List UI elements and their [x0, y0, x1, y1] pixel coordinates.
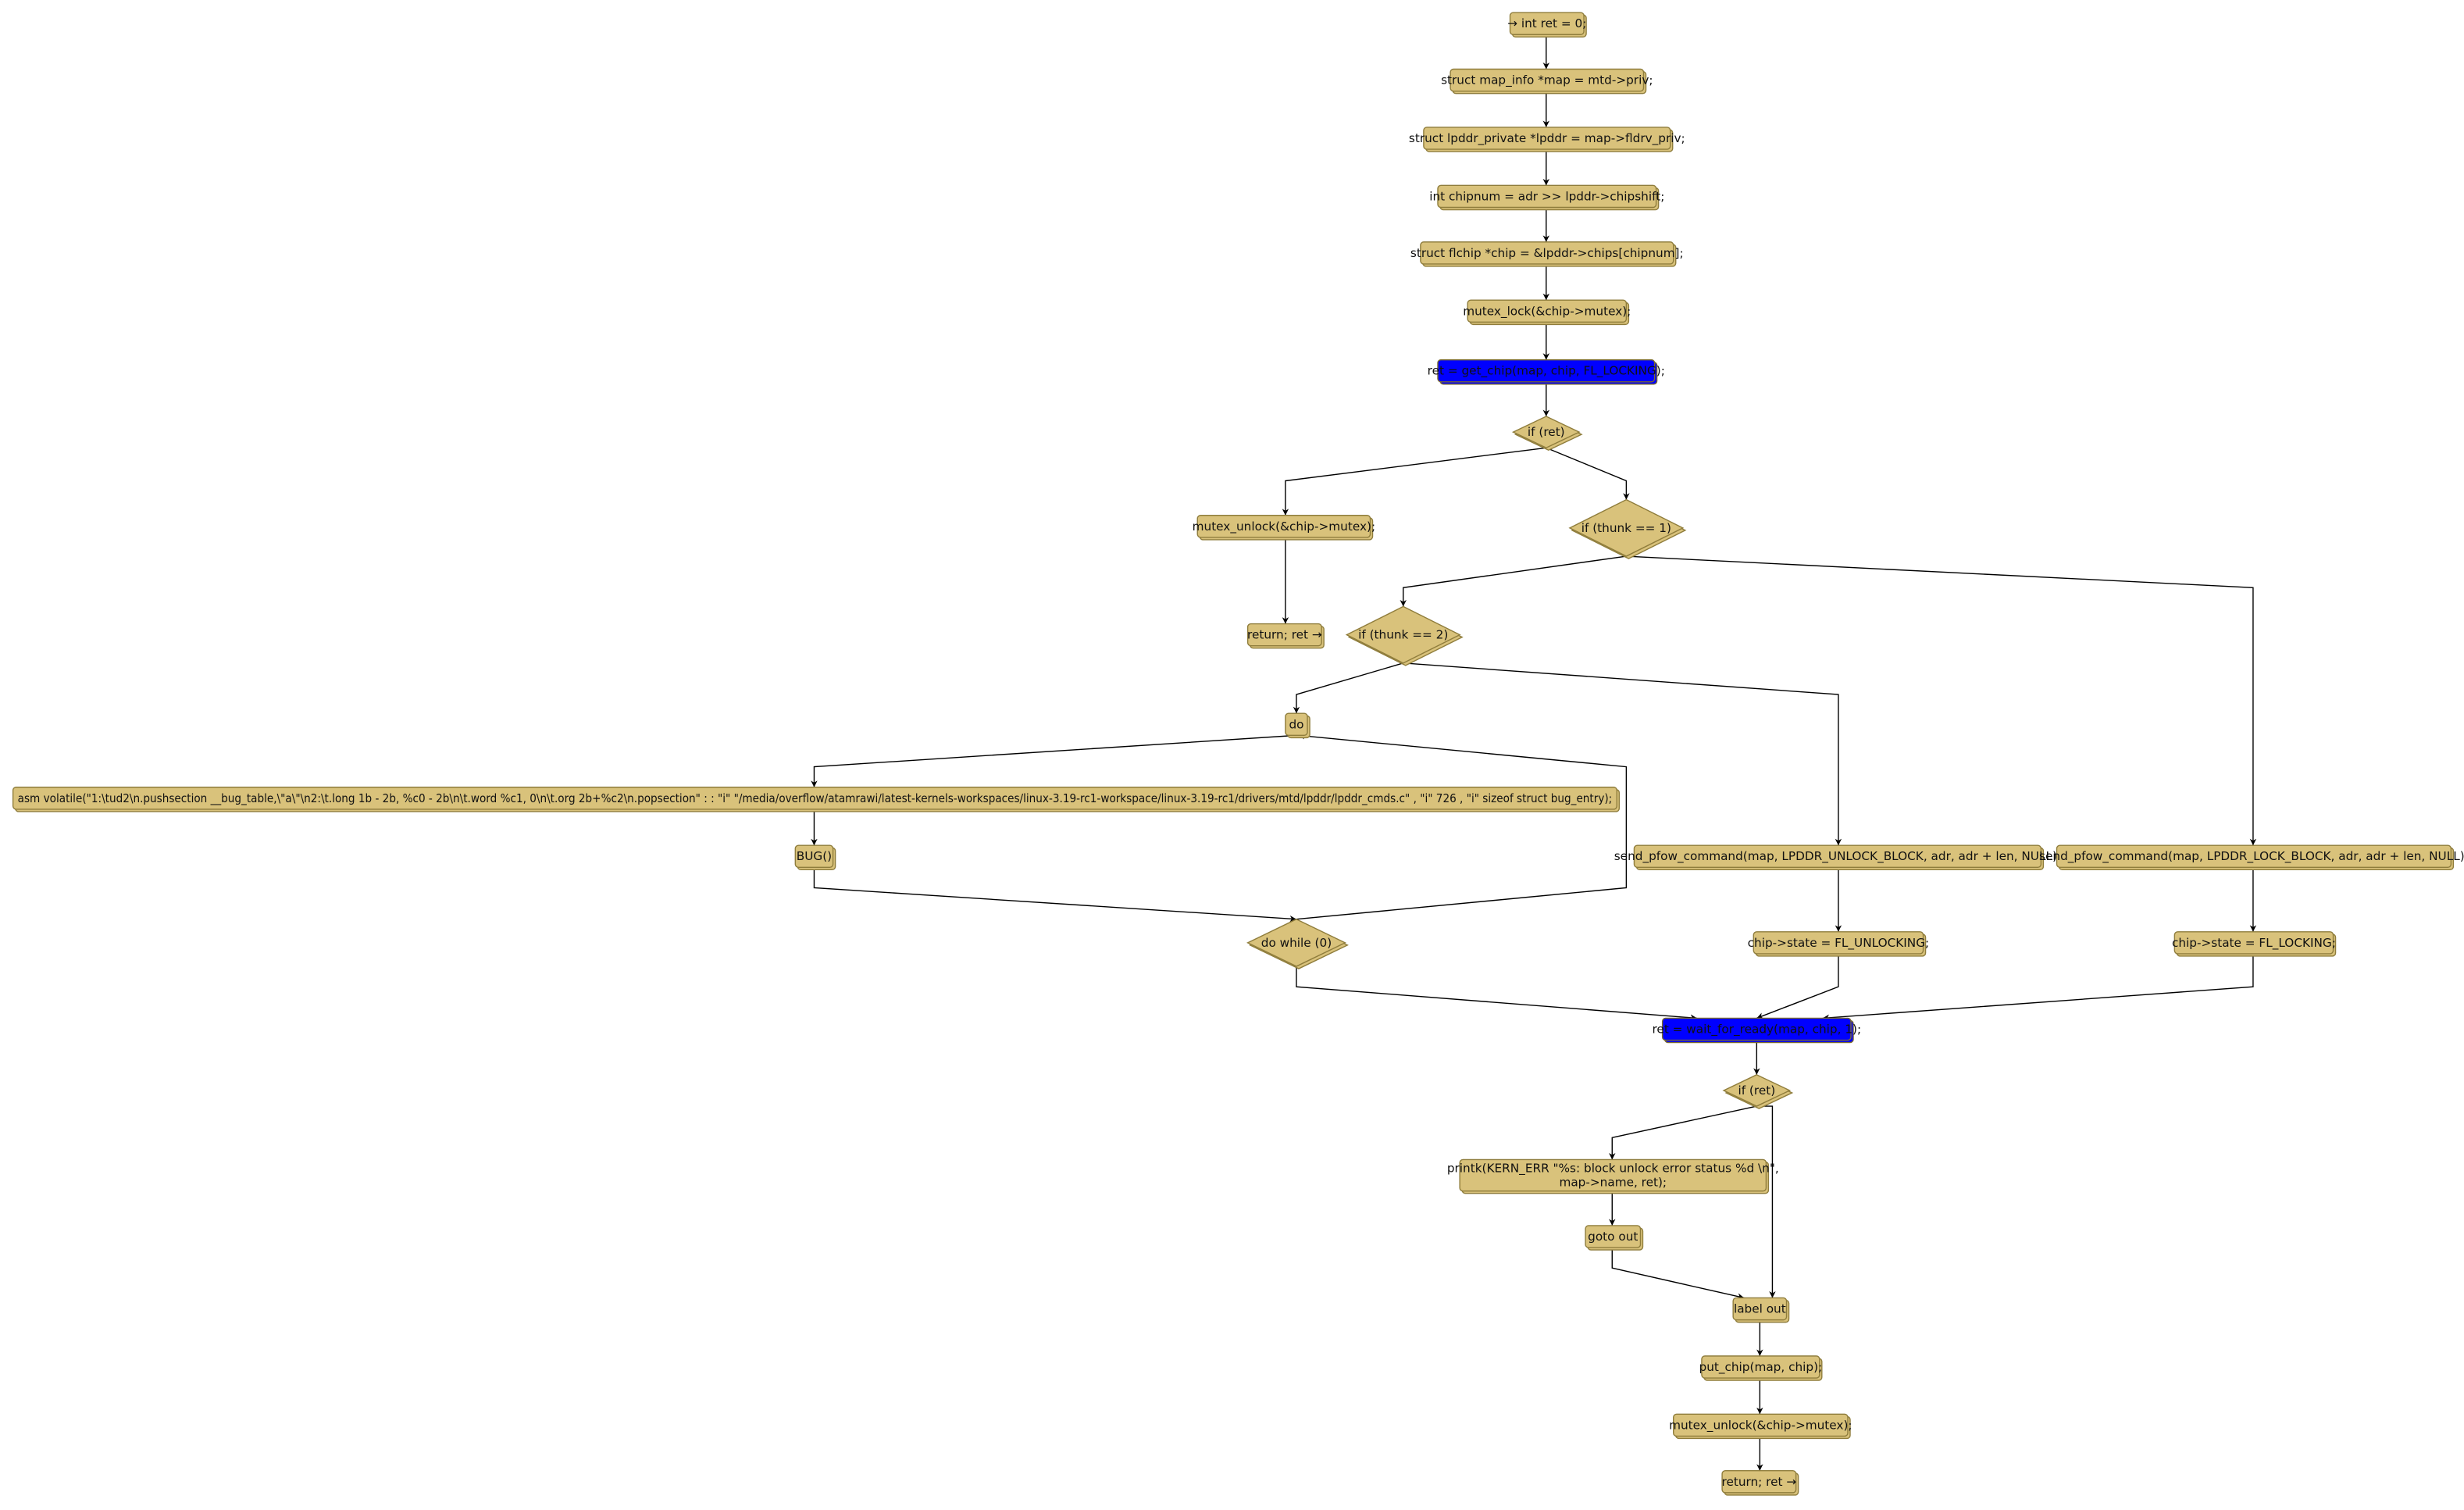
edges [811, 34, 2257, 1471]
statement-node-n1[interactable]: → int ret = 0; [1507, 12, 1587, 37]
node-label: → int ret = 0; [1507, 16, 1586, 30]
decision-node-n10[interactable]: if (thunk == 1) [1568, 498, 1687, 559]
edge-arrow [811, 734, 1297, 787]
edge-arrow [1282, 447, 1546, 516]
node-label: put_chip(map, chip); [1699, 1360, 1823, 1375]
statement-node-n20[interactable]: chip->state = FL_LOCKING; [2172, 931, 2337, 957]
statement-node-n19[interactable]: chip->state = FL_UNLOCKING; [1748, 931, 1930, 957]
edge-arrow [1609, 1105, 1757, 1160]
node-label: BUG() [797, 849, 832, 863]
edge-arrow [1403, 662, 1842, 846]
decision-node-n22[interactable]: if (ret) [1722, 1074, 1794, 1109]
statement-node-n21[interactable]: ret = wait_for_ready(map, chip, 1); [1653, 1017, 1862, 1044]
decision-node-n12[interactable]: if (thunk == 2) [1345, 605, 1464, 666]
statement-node-n6[interactable]: mutex_lock(&chip->mutex); [1463, 299, 1631, 326]
edge-arrow [1822, 953, 2254, 1022]
node-label: goto out [1588, 1230, 1638, 1244]
statement-node-n5[interactable]: struct flchip *chip = &lpddr->chips[chip… [1410, 241, 1684, 267]
edge-arrow [1626, 555, 2257, 846]
node-label: ret = get_chip(map, chip, FL_LOCKING); [1428, 364, 1665, 379]
node-label: map->name, ret); [1559, 1176, 1667, 1190]
node-label: if (ret) [1738, 1083, 1775, 1098]
edge-arrow [1293, 662, 1403, 714]
node-label: mutex_unlock(&chip->mutex); [1193, 519, 1375, 534]
node-label: label out [1734, 1302, 1786, 1316]
edge-arrow [1296, 966, 1697, 1021]
statement-node-n26[interactable]: put_chip(map, chip); [1699, 1355, 1823, 1381]
node-label: send_pfow_command(map, LPDDR_LOCK_BLOCK,… [2039, 849, 2464, 864]
node-label: chip->state = FL_LOCKING; [2172, 936, 2336, 951]
node-label: printk(KERN_ERR "%s: block unlock error … [1447, 1162, 1779, 1176]
statement-node-n25[interactable]: label out [1732, 1297, 1790, 1323]
statement-node-n16[interactable]: send_pfow_command(map, LPDDR_UNLOCK_BLOC… [1614, 844, 2061, 871]
edge-arrow [1296, 732, 1628, 920]
node-label: do while (0) [1261, 936, 1332, 950]
edge-arrow [813, 867, 1297, 923]
edge-arrow [1756, 1105, 1776, 1298]
statement-node-n3[interactable]: struct lpddr_private *lpddr = map->fldrv… [1409, 127, 1685, 152]
node-label: do [1289, 717, 1303, 731]
statement-node-n9[interactable]: mutex_unlock(&chip->mutex); [1193, 515, 1375, 541]
statement-node-n7[interactable]: ret = get_chip(map, chip, FL_LOCKING); [1428, 359, 1665, 385]
statement-node-n2[interactable]: struct map_info *map = mtd->priv; [1441, 68, 1653, 95]
node-label: mutex_unlock(&chip->mutex); [1669, 1418, 1852, 1433]
node-label: if (thunk == 2) [1358, 628, 1448, 642]
node-label: asm volatile("1:\tud2\n.pushsection __bu… [18, 791, 1613, 806]
node-label: mutex_lock(&chip->mutex); [1463, 304, 1631, 319]
nodes: → int ret = 0; struct map_info *map = mtd… [12, 12, 2464, 1496]
statement-node-n27[interactable]: mutex_unlock(&chip->mutex); [1669, 1413, 1852, 1440]
statement-node-n15[interactable]: BUG() [794, 844, 836, 871]
statement-node-n28[interactable]: return; ret → [1721, 1470, 1799, 1496]
statement-node-n4[interactable]: int chipnum = adr >> lpddr->chipshift; [1429, 184, 1664, 211]
decision-node-n8[interactable]: if (ret) [1511, 416, 1583, 452]
statement-node-n13[interactable]: do [1285, 712, 1310, 739]
statement-node-n14[interactable]: asm volatile("1:\tud2\n.pushsection __bu… [12, 787, 1621, 812]
node-label: int chipnum = adr >> lpddr->chipshift; [1429, 189, 1664, 203]
node-label: return; ret → [1722, 1475, 1797, 1489]
node-label: struct lpddr_private *lpddr = map->fldrv… [1409, 131, 1685, 146]
node-label: if (ret) [1528, 425, 1565, 439]
statement-node-n17[interactable]: send_pfow_command(map, LPDDR_LOCK_BLOCK,… [2039, 844, 2464, 871]
node-label: ret = wait_for_ready(map, chip, 1); [1653, 1022, 1862, 1037]
statement-node-n11[interactable]: return; ret → [1246, 623, 1325, 649]
node-label: struct map_info *map = mtd->priv; [1441, 73, 1653, 88]
edge-arrow [1611, 1248, 1745, 1300]
edge-arrow [1546, 447, 1630, 500]
edge-arrow [1756, 953, 1839, 1019]
node-label: chip->state = FL_UNLOCKING; [1748, 936, 1930, 951]
node-label: struct flchip *chip = &lpddr->chips[chip… [1410, 246, 1684, 260]
node-label: if (thunk == 1) [1581, 521, 1671, 535]
node-label: send_pfow_command(map, LPDDR_UNLOCK_BLOC… [1614, 849, 2061, 864]
edge-arrow [1400, 555, 1627, 607]
node-label: return; ret → [1247, 628, 1322, 642]
statement-node-n23[interactable]: printk(KERN_ERR "%s: block unlock error … [1447, 1158, 1779, 1194]
decision-node-n18[interactable]: do while (0) [1246, 918, 1349, 969]
statement-node-n24[interactable]: goto out [1585, 1225, 1644, 1251]
